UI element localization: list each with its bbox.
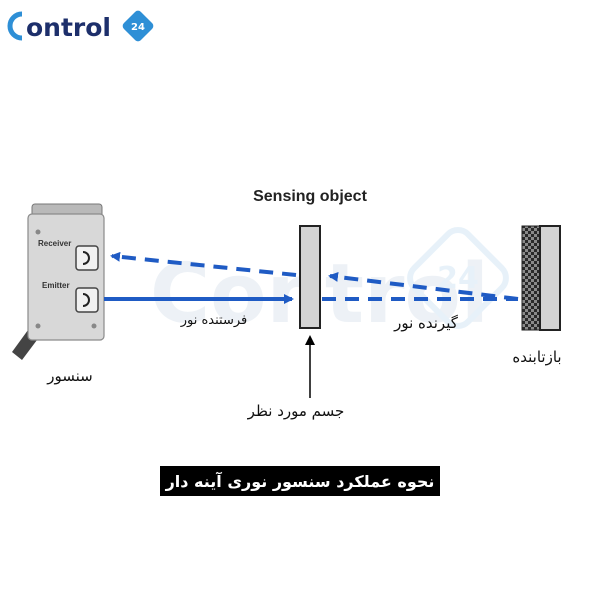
receiver-lens xyxy=(75,245,99,271)
sensor-label: سنسور xyxy=(46,367,92,385)
diagram-title: Sensing object xyxy=(253,188,367,205)
logo: ontrol 24 xyxy=(7,10,154,42)
logo-badge-text: 24 xyxy=(131,22,145,33)
object-label: جسم مورد نظر xyxy=(247,402,345,420)
receiver-light-label: گیرنده نور xyxy=(393,314,459,332)
emitter-lens-icon xyxy=(82,293,90,307)
receiver-label: Receiver xyxy=(38,239,71,248)
logo-c-icon xyxy=(7,11,23,41)
logo-text: ontrol xyxy=(26,13,111,42)
reflector-surface xyxy=(521,225,541,331)
sensor-unit: Receiver Emitter xyxy=(12,203,105,360)
emitter-light-label: فرستنده نور xyxy=(180,313,248,328)
reflector xyxy=(521,225,561,331)
reflector-backing xyxy=(539,225,561,331)
caption-text: نحوه عملکرد سنسور نوری آینه دار xyxy=(165,471,435,491)
emitter-lens xyxy=(75,287,99,313)
return-beam-arrow xyxy=(110,251,297,277)
receiver-lens-icon xyxy=(82,251,90,265)
sensor-screw-icon xyxy=(91,323,97,329)
caption-box: نحوه عملکرد سنسور نوری آینه دار xyxy=(160,466,440,496)
sensor-screw-icon xyxy=(35,229,41,235)
sensor-screw-icon xyxy=(35,323,41,329)
sensing-object-panel xyxy=(299,225,321,329)
light-beams xyxy=(104,251,519,304)
emitter-label: Emitter xyxy=(42,281,70,290)
reflector-return-arrow xyxy=(328,272,519,301)
logo-badge-icon: 24 xyxy=(122,10,154,42)
reflector-label: بازتابنده xyxy=(512,348,561,366)
